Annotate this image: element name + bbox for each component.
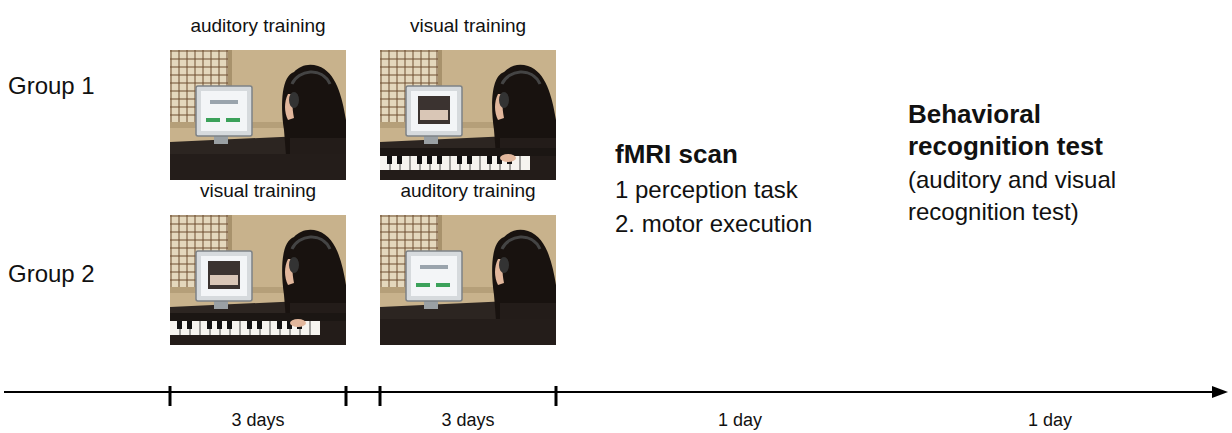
duration-label: 1 day [718, 409, 762, 431]
training-photo [170, 215, 346, 345]
training-photo [380, 215, 556, 345]
training-panel: auditory training [380, 180, 556, 345]
duration-label: 1 day [1028, 409, 1072, 431]
panel-caption: visual training [380, 15, 556, 37]
training-panel: auditory training [170, 15, 346, 180]
group-label: Group 1 [8, 70, 95, 102]
training-photo [380, 50, 556, 180]
panel-caption: visual training [170, 180, 346, 202]
panel-caption: auditory training [170, 15, 346, 37]
timeline-ticks [170, 386, 556, 406]
phase-heading: Behavioral recognition test [908, 98, 1138, 162]
task-item: 1 perception task [615, 174, 798, 206]
duration-label: 3 days [441, 409, 494, 431]
timeline-arrowhead [1212, 386, 1228, 398]
phase-heading: fMRI scan [615, 138, 738, 170]
training-panel: visual training [170, 180, 346, 345]
phase-note: (auditory and visual recognition test) [908, 164, 1208, 228]
group-label: Group 2 [8, 258, 95, 290]
duration-label: 3 days [231, 409, 284, 431]
training-photo [170, 50, 346, 180]
training-panel: visual training [380, 15, 556, 180]
timeline-axis [4, 391, 1214, 393]
panel-caption: auditory training [380, 180, 556, 202]
task-item: 2. motor execution [615, 208, 812, 240]
